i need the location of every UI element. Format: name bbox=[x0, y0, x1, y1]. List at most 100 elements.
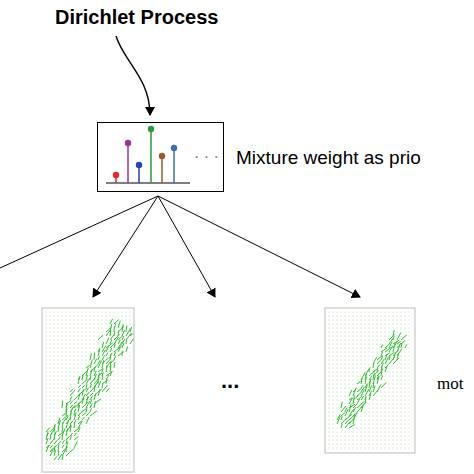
flow-dot bbox=[376, 387, 377, 388]
flow-dot bbox=[356, 355, 357, 356]
flow-dot bbox=[404, 363, 405, 364]
flow-dot bbox=[105, 315, 106, 316]
flow-dot bbox=[117, 463, 118, 464]
flow-dot bbox=[352, 431, 353, 432]
flow-dot bbox=[113, 455, 114, 456]
flow-dot bbox=[400, 427, 401, 428]
flow-dot bbox=[61, 335, 62, 336]
flow-dot bbox=[129, 379, 130, 380]
flow-vector bbox=[385, 366, 387, 372]
flow-vector bbox=[70, 449, 74, 453]
flow-dot bbox=[129, 427, 130, 428]
flow-dot bbox=[380, 315, 381, 316]
flow-dot bbox=[113, 407, 114, 408]
flow-dot bbox=[65, 387, 66, 388]
flow-dot bbox=[121, 379, 122, 380]
flow-dot bbox=[356, 375, 357, 376]
flow-dot bbox=[332, 351, 333, 352]
flow-dot bbox=[105, 427, 106, 428]
flow-dot bbox=[368, 431, 369, 432]
flow-dot bbox=[372, 311, 373, 312]
flow-dot bbox=[400, 411, 401, 412]
flow-dot bbox=[400, 359, 401, 360]
flow-dot bbox=[57, 323, 58, 324]
flow-dot bbox=[348, 443, 349, 444]
flow-dot bbox=[101, 467, 102, 468]
flow-dot bbox=[396, 331, 397, 332]
flow-vector bbox=[361, 385, 364, 388]
flow-dot bbox=[117, 447, 118, 448]
flow-dot bbox=[344, 355, 345, 356]
flow-dot bbox=[113, 387, 114, 388]
flow-dot bbox=[408, 339, 409, 340]
flow-dot bbox=[53, 379, 54, 380]
flow-dot bbox=[125, 423, 126, 424]
stem-head bbox=[125, 140, 131, 146]
flow-dot bbox=[344, 331, 345, 332]
flow-dot bbox=[360, 343, 361, 344]
flow-dot bbox=[61, 379, 62, 380]
flow-dot bbox=[97, 347, 98, 348]
flow-dot bbox=[408, 439, 409, 440]
flow-dot bbox=[97, 343, 98, 344]
flow-vector bbox=[349, 404, 351, 412]
flow-dot bbox=[45, 331, 46, 332]
flow-dot bbox=[81, 367, 82, 368]
flow-dot bbox=[364, 319, 365, 320]
flow-dot bbox=[61, 391, 62, 392]
flow-dot bbox=[65, 343, 66, 344]
flow-dot bbox=[45, 355, 46, 356]
flow-dot bbox=[57, 339, 58, 340]
flow-dot bbox=[352, 347, 353, 348]
flow-dot bbox=[336, 363, 337, 364]
flow-vector bbox=[118, 336, 123, 340]
flow-vector bbox=[397, 333, 401, 340]
flow-dot bbox=[376, 323, 377, 324]
flow-dot bbox=[388, 427, 389, 428]
flow-dot bbox=[392, 315, 393, 316]
flow-vector bbox=[102, 355, 105, 360]
flow-dot bbox=[49, 403, 50, 404]
flow-dot bbox=[57, 319, 58, 320]
flow-dot bbox=[121, 419, 122, 420]
flow-dot bbox=[352, 383, 353, 384]
flow-dot bbox=[45, 347, 46, 348]
flow-dot bbox=[376, 427, 377, 428]
flow-dot bbox=[332, 395, 333, 396]
flow-dot bbox=[392, 399, 393, 400]
flow-dot bbox=[69, 311, 70, 312]
flow-dot bbox=[356, 319, 357, 320]
flow-dot bbox=[392, 375, 393, 376]
flow-dot bbox=[344, 359, 345, 360]
flow-dot bbox=[400, 319, 401, 320]
flow-dot bbox=[101, 399, 102, 400]
flow-dot bbox=[404, 447, 405, 448]
flow-dot bbox=[89, 451, 90, 452]
flow-vector bbox=[70, 426, 71, 433]
flow-dot bbox=[57, 343, 58, 344]
flow-vector bbox=[126, 340, 128, 344]
flow-dot bbox=[97, 467, 98, 468]
flow-dot bbox=[344, 435, 345, 436]
flow-dot bbox=[332, 359, 333, 360]
flow-dot bbox=[356, 339, 357, 340]
flow-dot bbox=[121, 427, 122, 428]
flow-dot bbox=[93, 331, 94, 332]
flow-dot bbox=[348, 439, 349, 440]
flow-vector bbox=[385, 357, 389, 364]
flow-dot bbox=[129, 319, 130, 320]
flow-dot bbox=[384, 431, 385, 432]
flow-dot bbox=[73, 347, 74, 348]
flow-dot bbox=[77, 463, 78, 464]
flow-dot bbox=[121, 447, 122, 448]
flow-dot bbox=[53, 403, 54, 404]
flow-vector bbox=[98, 369, 103, 372]
flow-dot bbox=[105, 447, 106, 448]
flow-vector bbox=[62, 434, 64, 440]
flow-dot bbox=[344, 439, 345, 440]
flow-dot bbox=[396, 411, 397, 412]
flow-dot bbox=[388, 415, 389, 416]
flow-dot bbox=[129, 459, 130, 460]
flow-dot bbox=[109, 415, 110, 416]
flow-dot bbox=[61, 355, 62, 356]
